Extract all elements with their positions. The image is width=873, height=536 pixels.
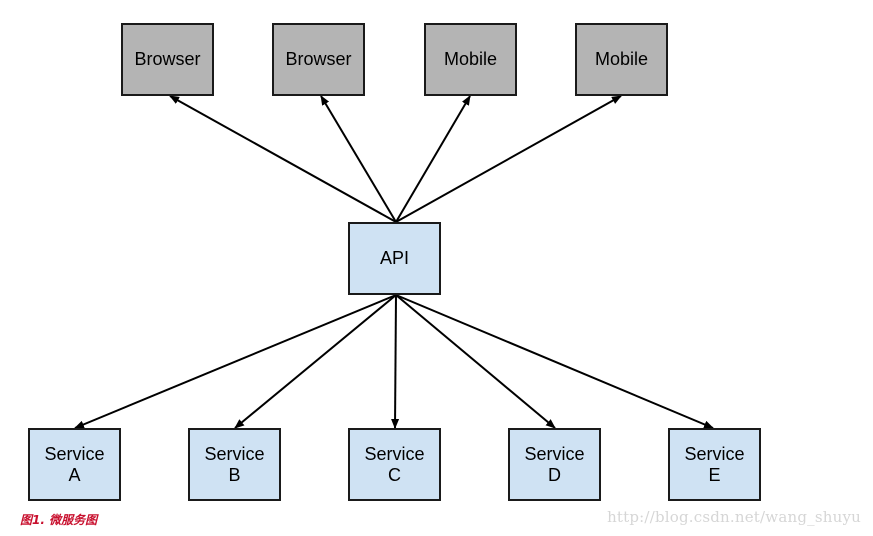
edge-api-to-client-1	[169, 95, 397, 223]
edge-api-to-service-1	[74, 294, 397, 429]
edge-api-to-service-4	[395, 294, 556, 429]
client-label: Mobile	[594, 49, 649, 69]
service-title: Service	[364, 443, 425, 464]
service-letter: B	[228, 464, 241, 485]
client-browser-2: Browser	[272, 23, 365, 96]
client-label: Browser	[134, 49, 201, 69]
service-letter: D	[548, 464, 561, 485]
edge-api-to-service-3	[391, 294, 400, 429]
edge-api-to-client-3	[395, 95, 471, 223]
client-label: Mobile	[443, 49, 498, 69]
edge-api-to-client-2	[320, 95, 397, 223]
edge-api-to-service-2	[234, 294, 397, 429]
service-letter: E	[708, 464, 721, 485]
client-browser-1: Browser	[121, 23, 214, 96]
service-title: Service	[204, 443, 265, 464]
service-letter: A	[68, 464, 81, 485]
service-letter: C	[388, 464, 401, 485]
client-mobile-2: Mobile	[575, 23, 668, 96]
service-title: Service	[524, 443, 585, 464]
figure-caption: 图1. 微服务图	[20, 513, 98, 527]
edge-api-to-service-5	[395, 294, 714, 429]
edge-api-to-client-4	[395, 95, 622, 223]
client-label: Browser	[285, 49, 352, 69]
watermark-url: http://blog.csdn.net/wang_shuyu	[607, 508, 861, 526]
api-label: API	[379, 248, 409, 268]
service-title: Service	[684, 443, 745, 464]
api-gateway: API	[348, 222, 441, 295]
service-title: Service	[44, 443, 105, 464]
client-mobile-1: Mobile	[424, 23, 517, 96]
